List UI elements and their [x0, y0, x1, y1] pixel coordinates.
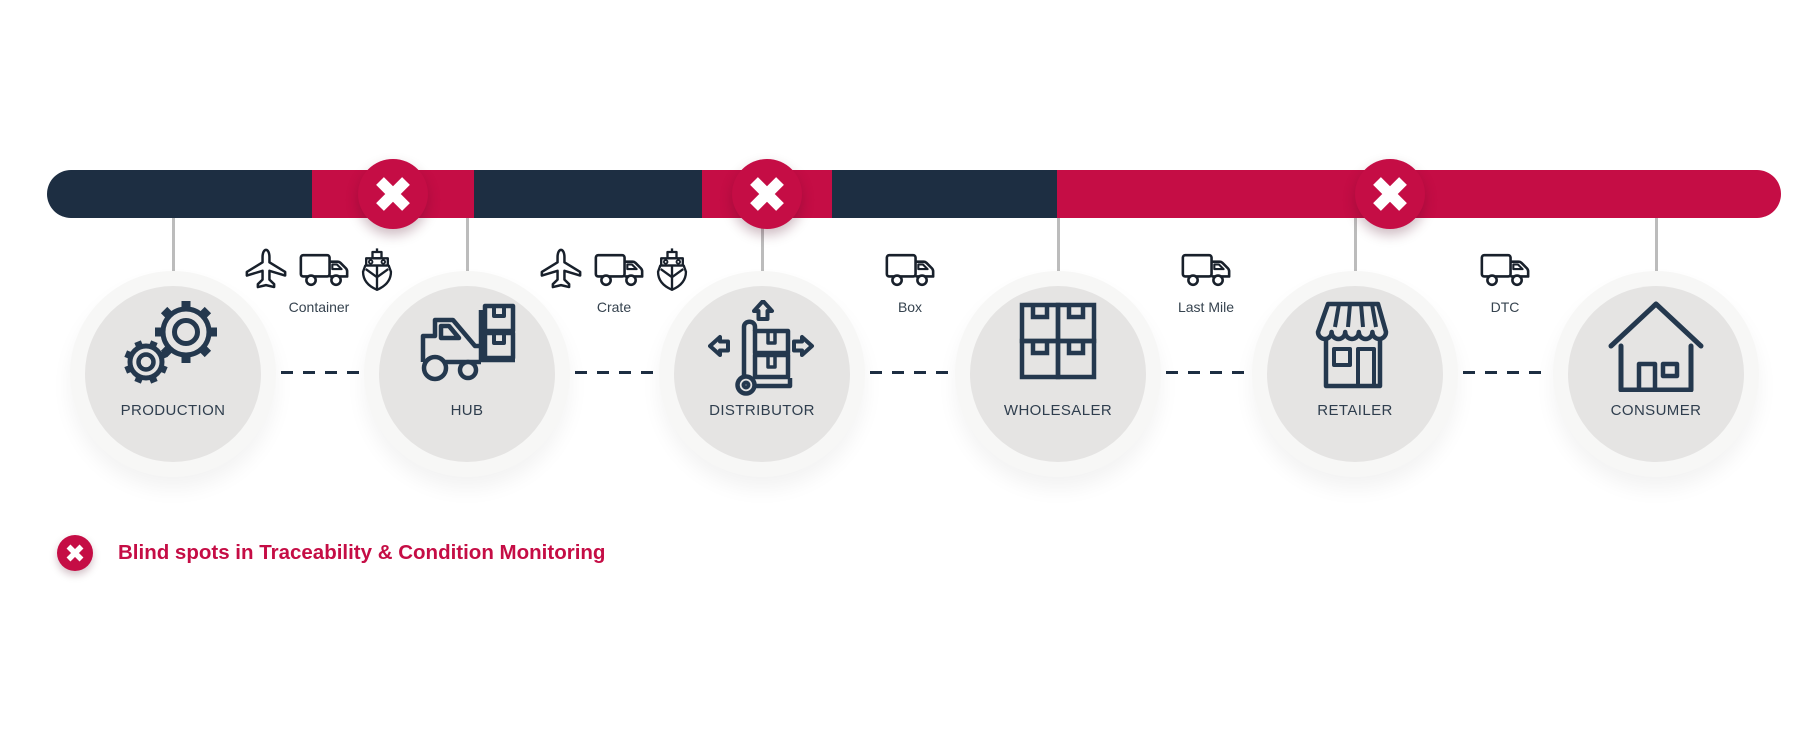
blind-spot-marker [732, 159, 802, 229]
stage-wholesaler: WHOLESALER [955, 218, 1161, 477]
stage-distributor: DISTRIBUTOR [659, 218, 865, 477]
timeline-segment-monitored [47, 170, 312, 218]
delivery-truck-icon [1181, 253, 1231, 287]
transport-label: Crate [596, 299, 632, 315]
stage-connector-line [760, 218, 764, 271]
delivery-truck-icon [299, 253, 349, 287]
house-icon [1606, 300, 1706, 392]
timeline-bar [47, 170, 1781, 218]
transport-icons [885, 246, 935, 294]
transport-label: Box [897, 299, 923, 315]
transport-group-crate: Crate [519, 246, 709, 315]
delivery-truck-icon [885, 253, 935, 287]
transport-label: Last Mile [1177, 299, 1235, 315]
airplane-icon [245, 248, 287, 289]
stage-circle [674, 286, 850, 462]
x-icon [750, 177, 784, 211]
transport-icons [243, 246, 395, 294]
timeline-segment-monitored [474, 170, 702, 218]
gears-icon [120, 300, 226, 392]
stage-production: PRODUCTION [70, 218, 276, 477]
forklift-icon [415, 300, 519, 390]
transport-label: DTC [1490, 299, 1520, 315]
stage-connector-line [1654, 218, 1658, 271]
delivery-truck-icon [594, 253, 644, 287]
airplane-icon [540, 248, 582, 289]
stage-retailer: RETAILER [1252, 218, 1458, 477]
stage-connector-line [1353, 218, 1357, 271]
legend: Blind spots in Traceability & Condition … [57, 535, 605, 571]
dashed-connector [1166, 371, 1247, 374]
stage-label: DISTRIBUTOR [709, 402, 815, 419]
stage-label: WHOLESALER [1003, 402, 1113, 419]
transport-group-container: Container [224, 246, 414, 315]
transport-icons [1480, 246, 1530, 294]
dashed-connector [281, 371, 359, 374]
blind-spot-marker [358, 159, 428, 229]
dashed-connector [870, 371, 950, 374]
transport-icons [1181, 246, 1231, 294]
dashed-connector [575, 371, 654, 374]
delivery-truck-icon [1480, 253, 1530, 287]
stage-connector-line [171, 218, 175, 271]
stage-connector-line [1056, 218, 1060, 271]
transport-group-box: Box [815, 246, 1005, 315]
transport-label: Container [288, 299, 350, 315]
transport-icons [538, 246, 690, 294]
timeline-segment-monitored [832, 170, 1057, 218]
stacked-boxes-icon [1017, 300, 1099, 382]
stage-connector-line [465, 218, 469, 271]
stage-label: RETAILER [1317, 402, 1393, 419]
blind-spot-marker [1355, 159, 1425, 229]
dashed-connector [1463, 371, 1548, 374]
hand-truck-icon [708, 300, 816, 396]
cargo-ship-icon [361, 248, 393, 291]
stage-consumer: CONSUMER [1553, 218, 1759, 477]
stage-label: HUB [450, 402, 484, 419]
transport-group-dtc: DTC [1410, 246, 1600, 315]
stage-label: CONSUMER [1610, 402, 1702, 419]
x-icon [1373, 177, 1407, 211]
stage-label: PRODUCTION [120, 402, 226, 419]
cargo-ship-icon [656, 248, 688, 291]
x-icon [66, 544, 84, 562]
transport-group-last-mile: Last Mile [1111, 246, 1301, 315]
storefront-icon [1308, 300, 1402, 390]
stage-hub: HUB [364, 218, 570, 477]
legend-label: Blind spots in Traceability & Condition … [118, 541, 606, 564]
blind-spot-legend-marker [57, 535, 93, 571]
x-icon [376, 177, 410, 211]
